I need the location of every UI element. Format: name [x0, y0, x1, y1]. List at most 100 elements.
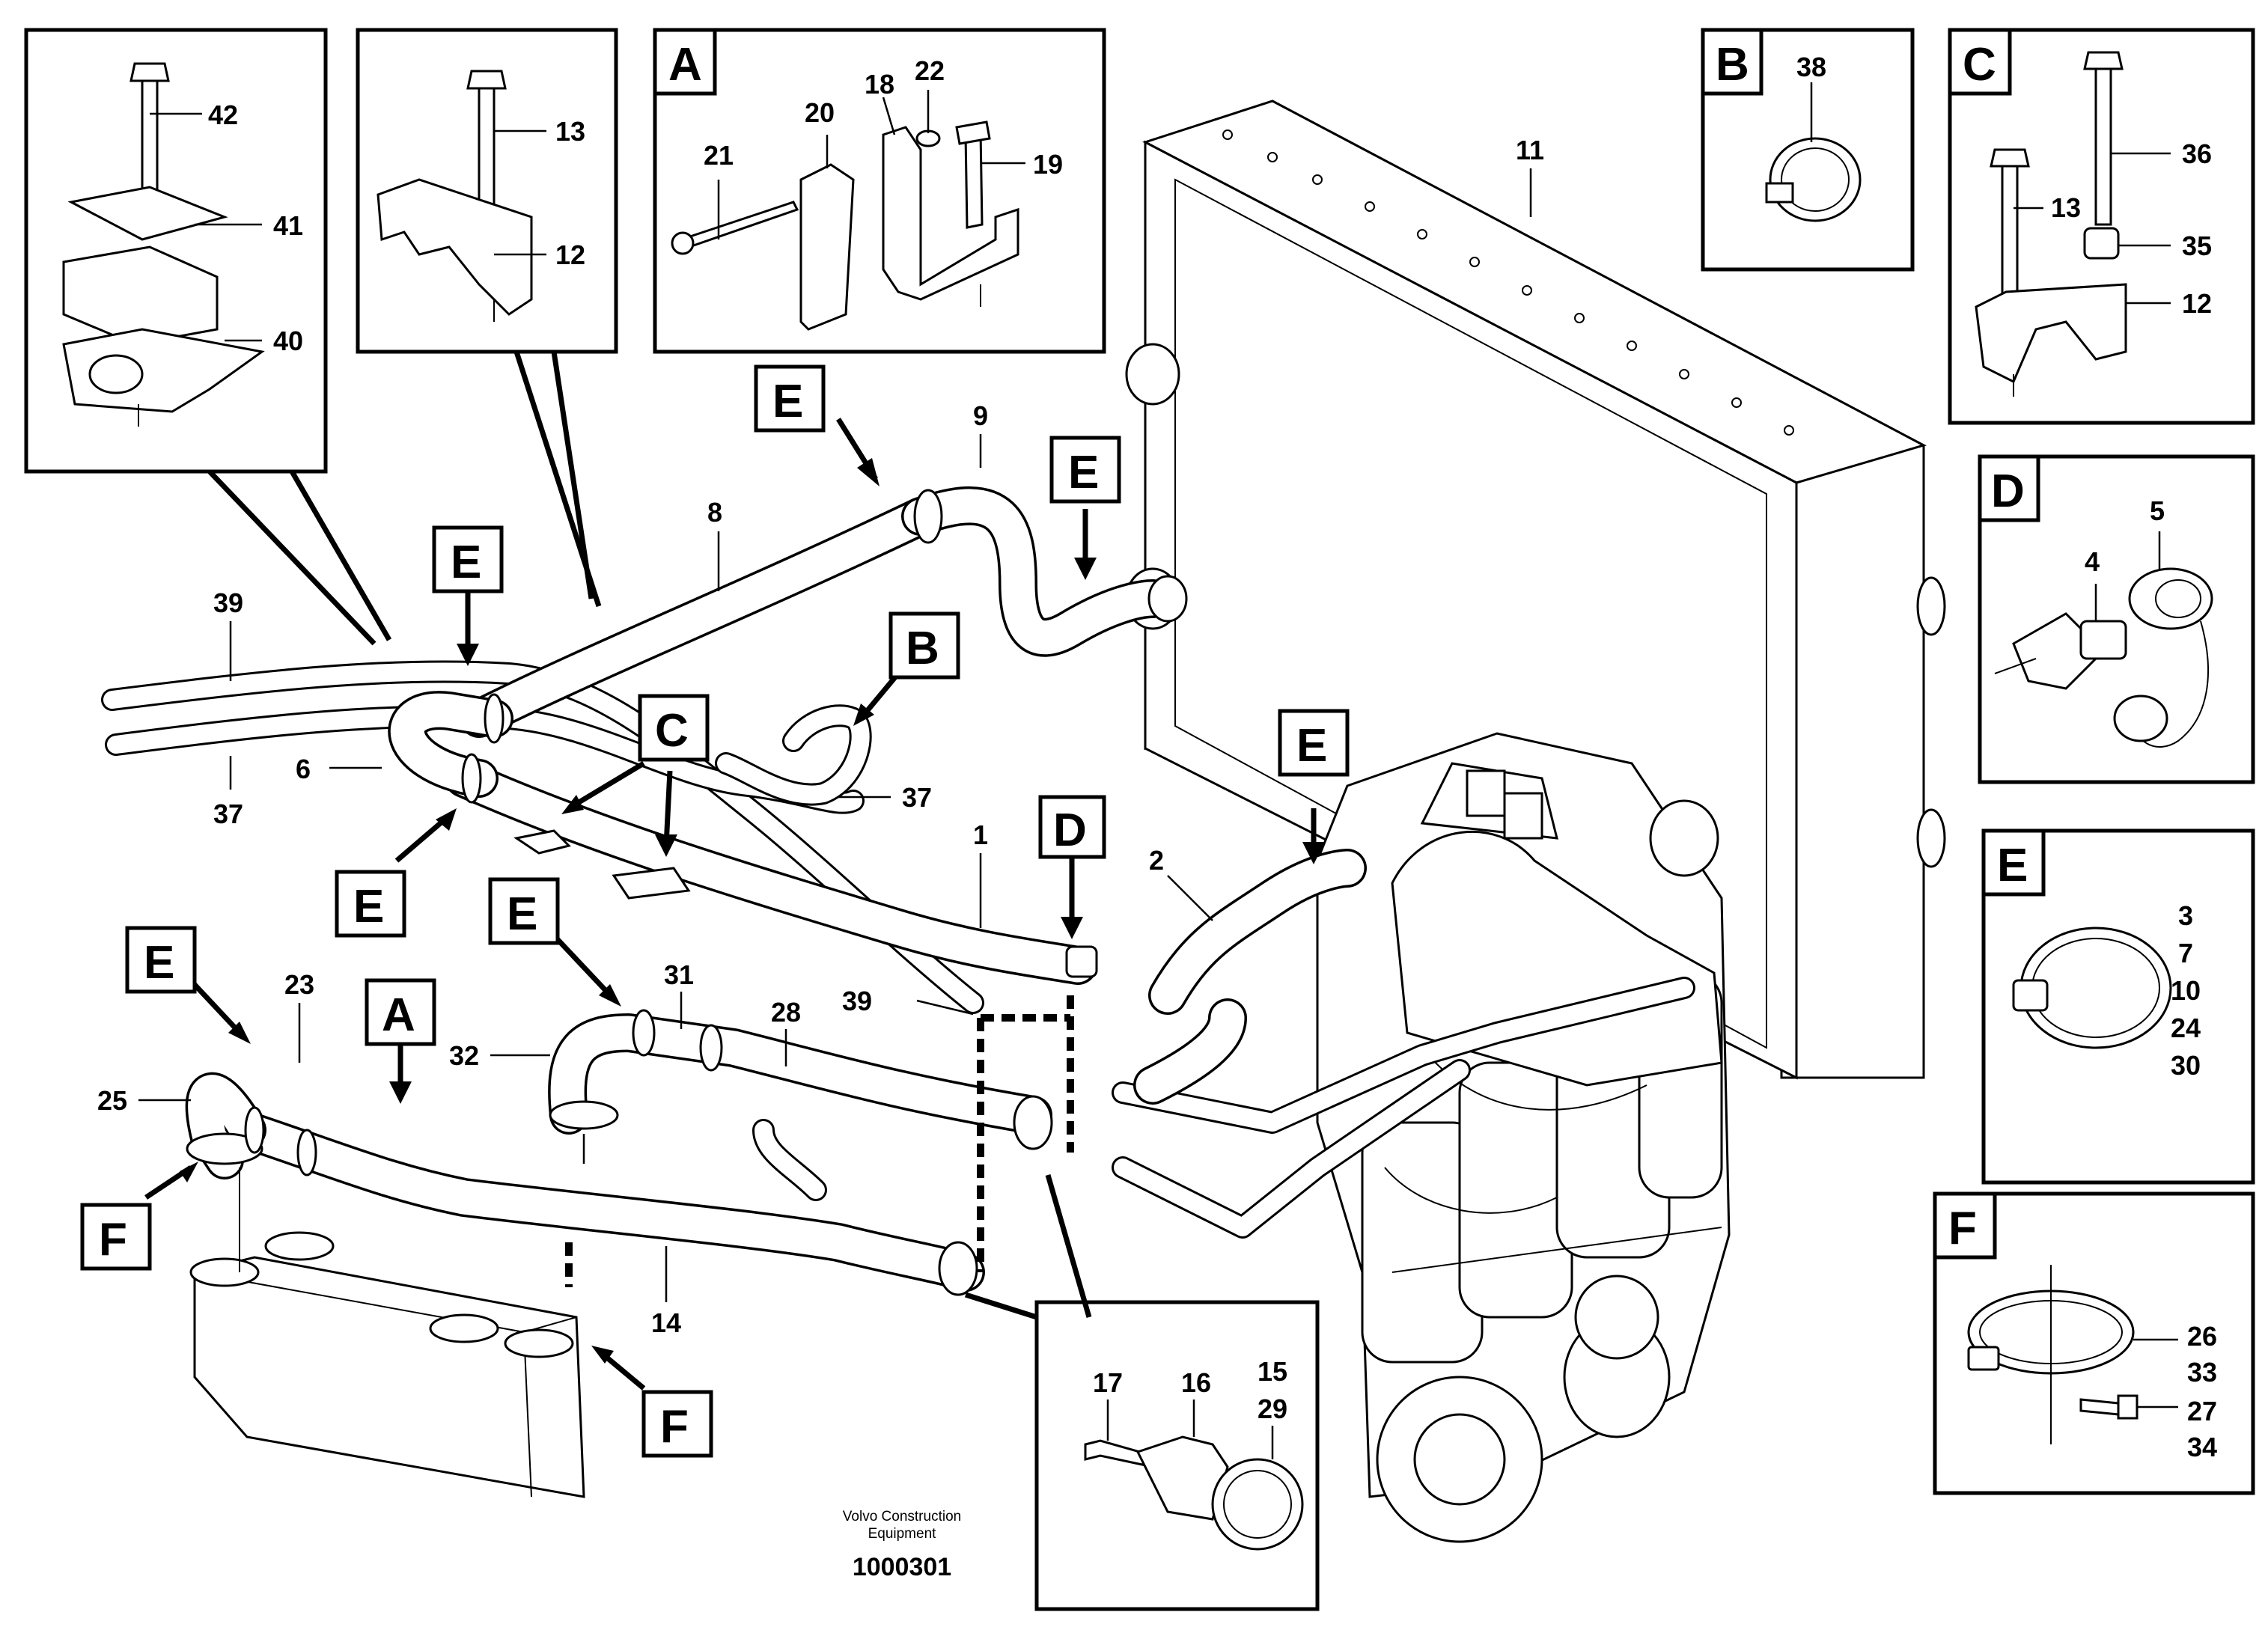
callout-line — [964, 1292, 1038, 1320]
part-number: 6 — [296, 754, 311, 784]
caption: Volvo Construction Equipment 1000301 — [843, 1509, 961, 1581]
part-number: 19 — [1033, 149, 1063, 180]
part-number: 29 — [1258, 1394, 1287, 1424]
part-number: 9 — [973, 400, 988, 431]
part-number: 27 — [2187, 1396, 2217, 1426]
detail-box-F: F 26 33 27 34 — [1933, 1191, 2255, 1495]
part-number: 3 — [2178, 900, 2193, 931]
part-number: 13 — [2051, 192, 2081, 223]
clamps — [244, 575, 1188, 1176]
part-number: 23 — [284, 969, 314, 1000]
engine-pipes — [1112, 977, 1695, 1239]
part-number: 41 — [273, 210, 303, 241]
hose-2 — [1133, 849, 1367, 1105]
part-number: 30 — [2171, 1050, 2201, 1081]
hose-9 — [901, 486, 1172, 657]
part-number: 24 — [2171, 1013, 2201, 1043]
callout-letter: E — [1296, 720, 1327, 772]
hose-31 — [548, 1013, 1052, 1201]
part-number: 21 — [704, 140, 734, 171]
part-number: 39 — [213, 587, 243, 618]
callout-letter: E — [507, 888, 537, 940]
detail-letter: D — [1991, 466, 2025, 517]
main-part-labels: 11 9 8 39 37 6 37 1 2 23 25 31 32 28 39 … — [97, 135, 1544, 1338]
part-number: 10 — [2171, 975, 2201, 1006]
oil-cooler — [189, 1231, 585, 1498]
callout-letter: E — [353, 881, 384, 933]
part-number: 7 — [2178, 938, 2193, 968]
elbow-6 — [388, 691, 513, 798]
callout-letter: E — [144, 937, 174, 989]
part-number: 40 — [273, 326, 303, 356]
part-number: 42 — [208, 100, 238, 130]
part-number: 16 — [1181, 1367, 1211, 1398]
callout-letter: E — [451, 537, 481, 588]
part-number: 12 — [2182, 288, 2212, 319]
callout-line — [551, 351, 594, 599]
callout-line — [1045, 1174, 1092, 1318]
part-number: 28 — [771, 997, 801, 1028]
part-number: 26 — [2187, 1321, 2217, 1352]
company-name-line2: Equipment — [868, 1526, 937, 1542]
part-number: 13 — [555, 116, 585, 147]
part-number: 22 — [915, 55, 945, 86]
part-number: 33 — [2187, 1357, 2217, 1388]
part-number: 18 — [865, 69, 894, 100]
detail-letter: B — [1716, 39, 1749, 91]
callout-line — [289, 470, 392, 641]
hose-37-small — [715, 704, 872, 806]
detail-box-13-12: 13 12 — [356, 28, 618, 354]
engine — [1316, 732, 1731, 1543]
detail-box-E: E 3 7 10 24 30 — [1981, 828, 2255, 1185]
document-number: 1000301 — [853, 1553, 951, 1581]
part-number: 35 — [2182, 231, 2212, 261]
hose-14 — [228, 1111, 985, 1296]
detail-letter: C — [1963, 39, 1996, 91]
callout-letters: E E E B C E D E — [80, 364, 1350, 1458]
part-number: 5 — [2150, 495, 2165, 526]
part-number: 36 — [2182, 138, 2212, 169]
part-number: 15 — [1258, 1356, 1287, 1387]
callout-letter: A — [382, 989, 415, 1041]
part-number: 11 — [1516, 135, 1544, 165]
part-number: 34 — [2187, 1432, 2217, 1462]
part-number: 14 — [651, 1307, 681, 1338]
part-number: 17 — [1093, 1367, 1123, 1398]
part-number: 39 — [842, 986, 872, 1016]
part-number: 38 — [1796, 52, 1826, 82]
part-number: 32 — [449, 1040, 479, 1071]
callout-letter: C — [655, 705, 689, 757]
elbow-25 — [185, 1072, 266, 1179]
part-number: 12 — [555, 239, 585, 270]
callout-letter: B — [906, 623, 939, 674]
detail-letter: E — [1997, 840, 2028, 891]
hose-1 — [445, 759, 1098, 985]
detail-box-A: A 20 18 22 21 19 — [653, 28, 1106, 354]
callout-letter: D — [1053, 805, 1087, 856]
dashed-links — [239, 995, 1074, 1287]
detail-box-C: C 13 36 35 12 — [1948, 28, 2255, 425]
callout-letter: E — [772, 376, 803, 427]
brackets — [513, 829, 691, 900]
detail-box-17-16-15-29: 17 16 15 29 — [1034, 1300, 1320, 1611]
callout-letter: E — [1068, 447, 1099, 498]
part-number: 2 — [1149, 845, 1164, 876]
detail-box-D: D 5 4 — [1978, 454, 2255, 784]
company-name-line1: Volvo Construction — [843, 1509, 961, 1524]
hose-8 — [460, 497, 940, 738]
callout-line — [207, 469, 377, 646]
detail-letter: A — [668, 39, 702, 91]
part-number: 4 — [2085, 546, 2100, 577]
detail-letter: F — [1948, 1203, 1977, 1254]
callout-letter: F — [660, 1401, 689, 1453]
detail-box-B: B 38 — [1701, 28, 1915, 272]
part-number: 8 — [707, 497, 722, 528]
callout-letter: F — [99, 1214, 127, 1266]
part-number: 37 — [213, 799, 243, 829]
part-number: 1 — [973, 819, 988, 850]
part-number: 31 — [664, 959, 694, 990]
part-number: 20 — [805, 97, 835, 128]
detail-box-42-41-40: 42 41 40 — [24, 28, 328, 474]
part-number: 37 — [902, 782, 932, 813]
